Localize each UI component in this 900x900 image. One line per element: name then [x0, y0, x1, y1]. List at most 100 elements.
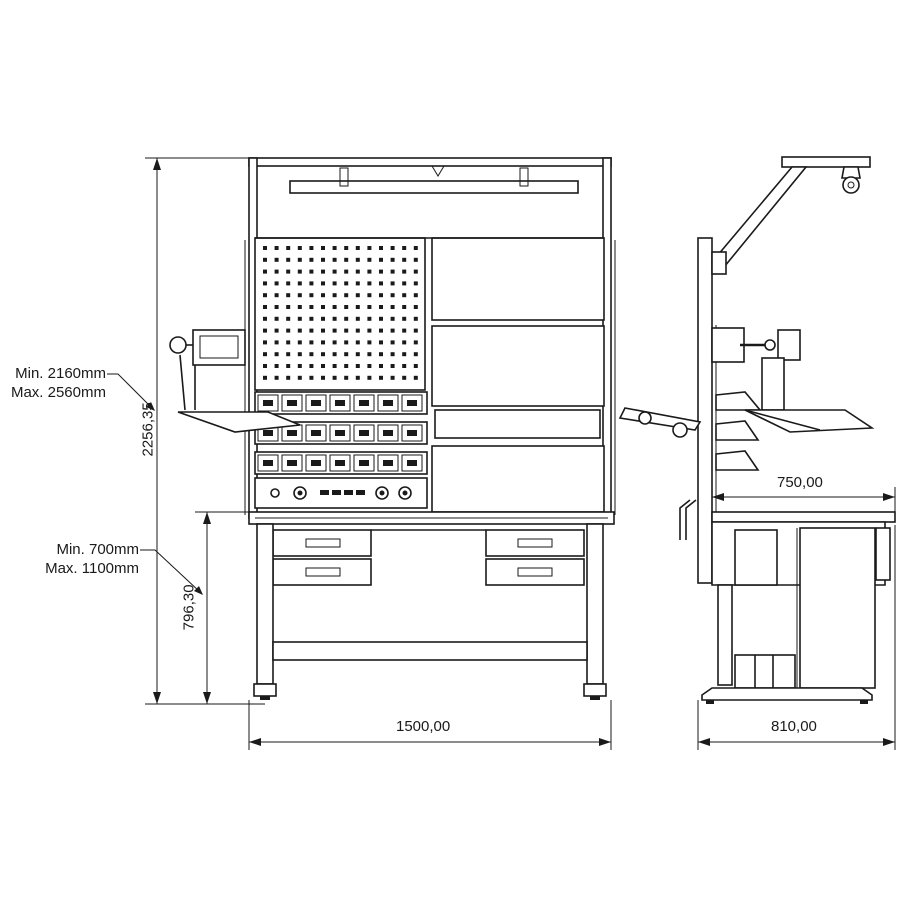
- peg-hole: [379, 293, 383, 298]
- peg-hole: [367, 352, 372, 357]
- peg-hole: [286, 352, 291, 357]
- peg-hole: [309, 352, 314, 357]
- peg-hole: [402, 352, 407, 357]
- peg-hole: [321, 269, 325, 274]
- peg-hole: [274, 257, 279, 262]
- peg-hole: [355, 328, 360, 333]
- side-arm-mount: [711, 327, 745, 363]
- drawer-right-bottom: [485, 558, 585, 586]
- peg-hole: [402, 246, 407, 250]
- peg-hole: [355, 281, 360, 286]
- peg-hole: [355, 269, 360, 274]
- peg-hole: [367, 316, 372, 321]
- power-sockets: [270, 486, 412, 500]
- peg-hole: [309, 281, 314, 286]
- peg-hole: [263, 246, 267, 250]
- peg-hole: [344, 281, 349, 286]
- peg-hole: [263, 257, 267, 262]
- peg-hole: [286, 375, 291, 380]
- peg-hole: [379, 281, 383, 286]
- shelf-panel-middle: [431, 325, 605, 407]
- peg-hole: [344, 257, 349, 262]
- bin: [281, 394, 303, 412]
- peg-hole: [390, 364, 395, 368]
- shelf-panel-top: [431, 237, 605, 321]
- peg-hole: [274, 375, 279, 380]
- bin: [401, 424, 423, 442]
- peg-hole: [413, 281, 418, 286]
- peg-hole: [390, 281, 395, 286]
- peg-hole: [390, 352, 395, 357]
- peg-hole: [263, 340, 267, 345]
- indicator: [356, 490, 365, 495]
- swing-arm-left: [169, 329, 301, 433]
- peg-hole: [344, 316, 349, 321]
- side-bin: [715, 450, 760, 471]
- peg-hole: [274, 328, 279, 333]
- peg-hole: [274, 340, 279, 345]
- peg-hole: [413, 293, 418, 298]
- bin: [305, 454, 327, 472]
- peg-hole: [309, 316, 314, 321]
- peg-hole: [367, 293, 372, 298]
- peg-hole: [344, 340, 349, 345]
- label-tabletop-depth: 750,00: [777, 474, 823, 491]
- light-bar: [289, 180, 579, 194]
- storage-bins: [254, 391, 428, 475]
- peg-hole: [274, 316, 279, 321]
- peg-hole: [355, 246, 360, 250]
- peg-hole: [413, 246, 418, 250]
- peg-hole: [332, 375, 337, 380]
- bin: [281, 454, 303, 472]
- bin: [377, 454, 399, 472]
- peg-hole: [413, 257, 418, 262]
- peg-hole: [286, 269, 291, 274]
- peg-hole: [332, 364, 337, 368]
- bin: [305, 394, 327, 412]
- peg-hole: [321, 328, 325, 333]
- bin: [257, 454, 279, 472]
- label-front-width: 1500,00: [396, 718, 451, 735]
- peg-hole: [402, 281, 407, 286]
- label-work-height: 796,30: [180, 584, 198, 631]
- peg-hole: [413, 328, 418, 333]
- peg-hole: [402, 340, 407, 345]
- peg-hole: [286, 328, 291, 333]
- peg-hole: [297, 281, 302, 286]
- peg-hole: [355, 352, 360, 357]
- peg-hole: [379, 352, 383, 357]
- leg-right: [586, 523, 604, 685]
- peg-hole: [297, 340, 302, 345]
- peg-hole: [309, 246, 314, 250]
- bin: [401, 454, 423, 472]
- peg-hole: [402, 316, 407, 321]
- label-side-depth: 810,00: [771, 718, 817, 735]
- peg-hole: [286, 316, 291, 321]
- peg-hole: [390, 328, 395, 333]
- peg-hole: [332, 352, 337, 357]
- side-view: [618, 156, 896, 704]
- drawer-right-top: [485, 529, 585, 557]
- peg-hole: [355, 375, 360, 380]
- peg-hole: [355, 364, 360, 368]
- peg-hole: [263, 328, 267, 333]
- peg-hole: [332, 257, 337, 262]
- label-total-height: 2256,35: [139, 402, 157, 457]
- indicator: [320, 490, 329, 495]
- peg-hole: [297, 352, 302, 357]
- peg-hole: [367, 281, 372, 286]
- peg-hole: [367, 246, 372, 250]
- peg-hole: [402, 269, 407, 274]
- light-hook: [431, 165, 445, 177]
- peg-hole: [344, 375, 349, 380]
- peg-hole: [286, 257, 291, 262]
- peg-hole: [274, 246, 279, 250]
- peg-hole: [309, 257, 314, 262]
- indicator: [332, 490, 341, 495]
- peg-hole: [355, 316, 360, 321]
- peg-hole: [332, 246, 337, 250]
- front-view: [169, 157, 616, 700]
- peg-hole: [367, 328, 372, 333]
- drawer-front-side: [875, 527, 891, 581]
- peg-hole: [297, 257, 302, 262]
